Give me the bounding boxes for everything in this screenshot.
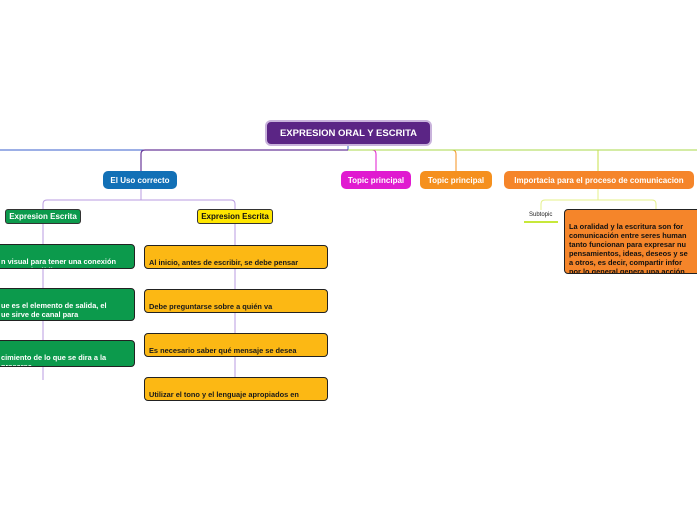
right-column-header-label: Expresion Escrita [201, 212, 269, 221]
branch-uso-correcto[interactable]: El Uso correcto [103, 171, 177, 189]
right-item-1-text: Al inicio, antes de escribir, se debe pe… [149, 258, 299, 268]
branch-topic-principal-1-label: Topic principal [347, 175, 405, 185]
left-column-header[interactable]: Expresion Escrita [5, 209, 81, 224]
importancia-detail-box[interactable]: La oralidad y la escritura son for comun… [564, 209, 697, 274]
branch-importancia-label: Importacia para el proceso de comunicaci… [514, 175, 684, 185]
subtopic-label[interactable]: Subtopic [529, 212, 552, 218]
right-item-3-text: Es necesario saber qué mensaje se desea … [149, 346, 297, 356]
branch-importancia[interactable]: Importacia para el proceso de comunicaci… [504, 171, 694, 189]
left-item-2-text: ue es el elemento de salida, el ue sirve… [1, 301, 107, 320]
right-item-2-text: Debe preguntarse sobre a quién va destin… [149, 302, 273, 312]
branch-topic-principal-2[interactable]: Topic principal [420, 171, 492, 189]
left-item-3[interactable]: cimiento de lo que se dira a la presarse [0, 340, 135, 367]
right-column-header[interactable]: Expresion Escrita [197, 209, 273, 224]
importancia-detail-text: La oralidad y la escritura son for comun… [569, 222, 688, 274]
right-item-3[interactable]: Es necesario saber qué mensaje se desea … [144, 333, 328, 357]
right-item-4[interactable]: Utilizar el tono y el lenguaje apropiado… [144, 377, 328, 401]
branch-uso-correcto-label: El Uso correcto [110, 175, 170, 185]
left-column-header-label: Expresion Escrita [9, 212, 77, 221]
left-item-1-text: n visual para tener una conexión te, con… [1, 257, 116, 268]
left-item-1[interactable]: n visual para tener una conexión te, con… [0, 244, 135, 269]
root-topic[interactable]: EXPRESION ORAL Y ESCRITA [265, 120, 432, 146]
root-topic-label: EXPRESION ORAL Y ESCRITA [279, 127, 418, 139]
right-item-2[interactable]: Debe preguntarse sobre a quién va destin… [144, 289, 328, 313]
subtopic-label-text: Subtopic [529, 212, 553, 218]
right-item-4-text: Utilizar el tono y el lenguaje apropiado… [149, 390, 299, 400]
left-item-2[interactable]: ue es el elemento de salida, el ue sirve… [0, 288, 135, 321]
left-item-3-text: cimiento de lo que se dira a la presarse [1, 353, 107, 367]
right-item-1[interactable]: Al inicio, antes de escribir, se debe pe… [144, 245, 328, 269]
branch-topic-principal-2-label: Topic principal [427, 175, 485, 185]
branch-topic-principal-1[interactable]: Topic principal [341, 171, 411, 189]
